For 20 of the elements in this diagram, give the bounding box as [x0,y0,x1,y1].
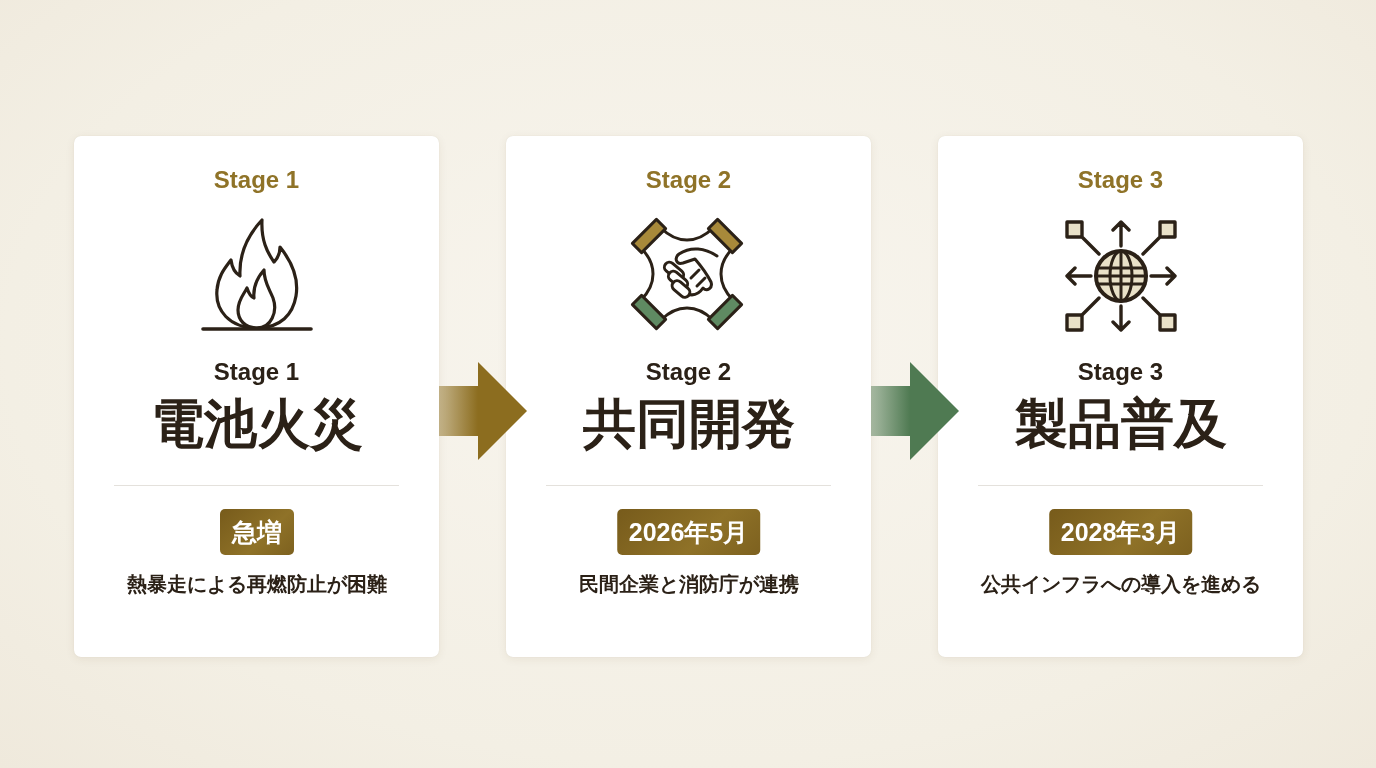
stage-label: Stage 2 [645,165,732,195]
stage-subtitle: Stage 2 [645,357,732,387]
arrow [439,362,527,460]
highlight-badge: 急増 [219,509,294,555]
stage-description: 民間企業と消防庁が連携 [578,572,799,597]
stage-card [938,136,1303,657]
stage-title: 製品普及 [1014,394,1227,455]
stage-card [74,136,439,657]
arrow [871,362,959,460]
stage-title: 共同開発 [582,394,795,455]
highlight-badge: 2028年3月 [1048,509,1193,555]
stage-description: 熱暴走による再燃防止が困難 [126,572,387,597]
stage-label: Stage 1 [213,165,300,195]
stage-label: Stage 3 [1077,165,1164,195]
stage-subtitle: Stage 1 [213,357,300,387]
stage-title: 電池火災 [150,394,363,455]
stage-card [506,136,871,657]
stage-subtitle: Stage 3 [1077,357,1164,387]
highlight-badge: 2026年5月 [616,509,761,555]
stage-description: 公共インフラへの導入を進める [980,572,1261,597]
